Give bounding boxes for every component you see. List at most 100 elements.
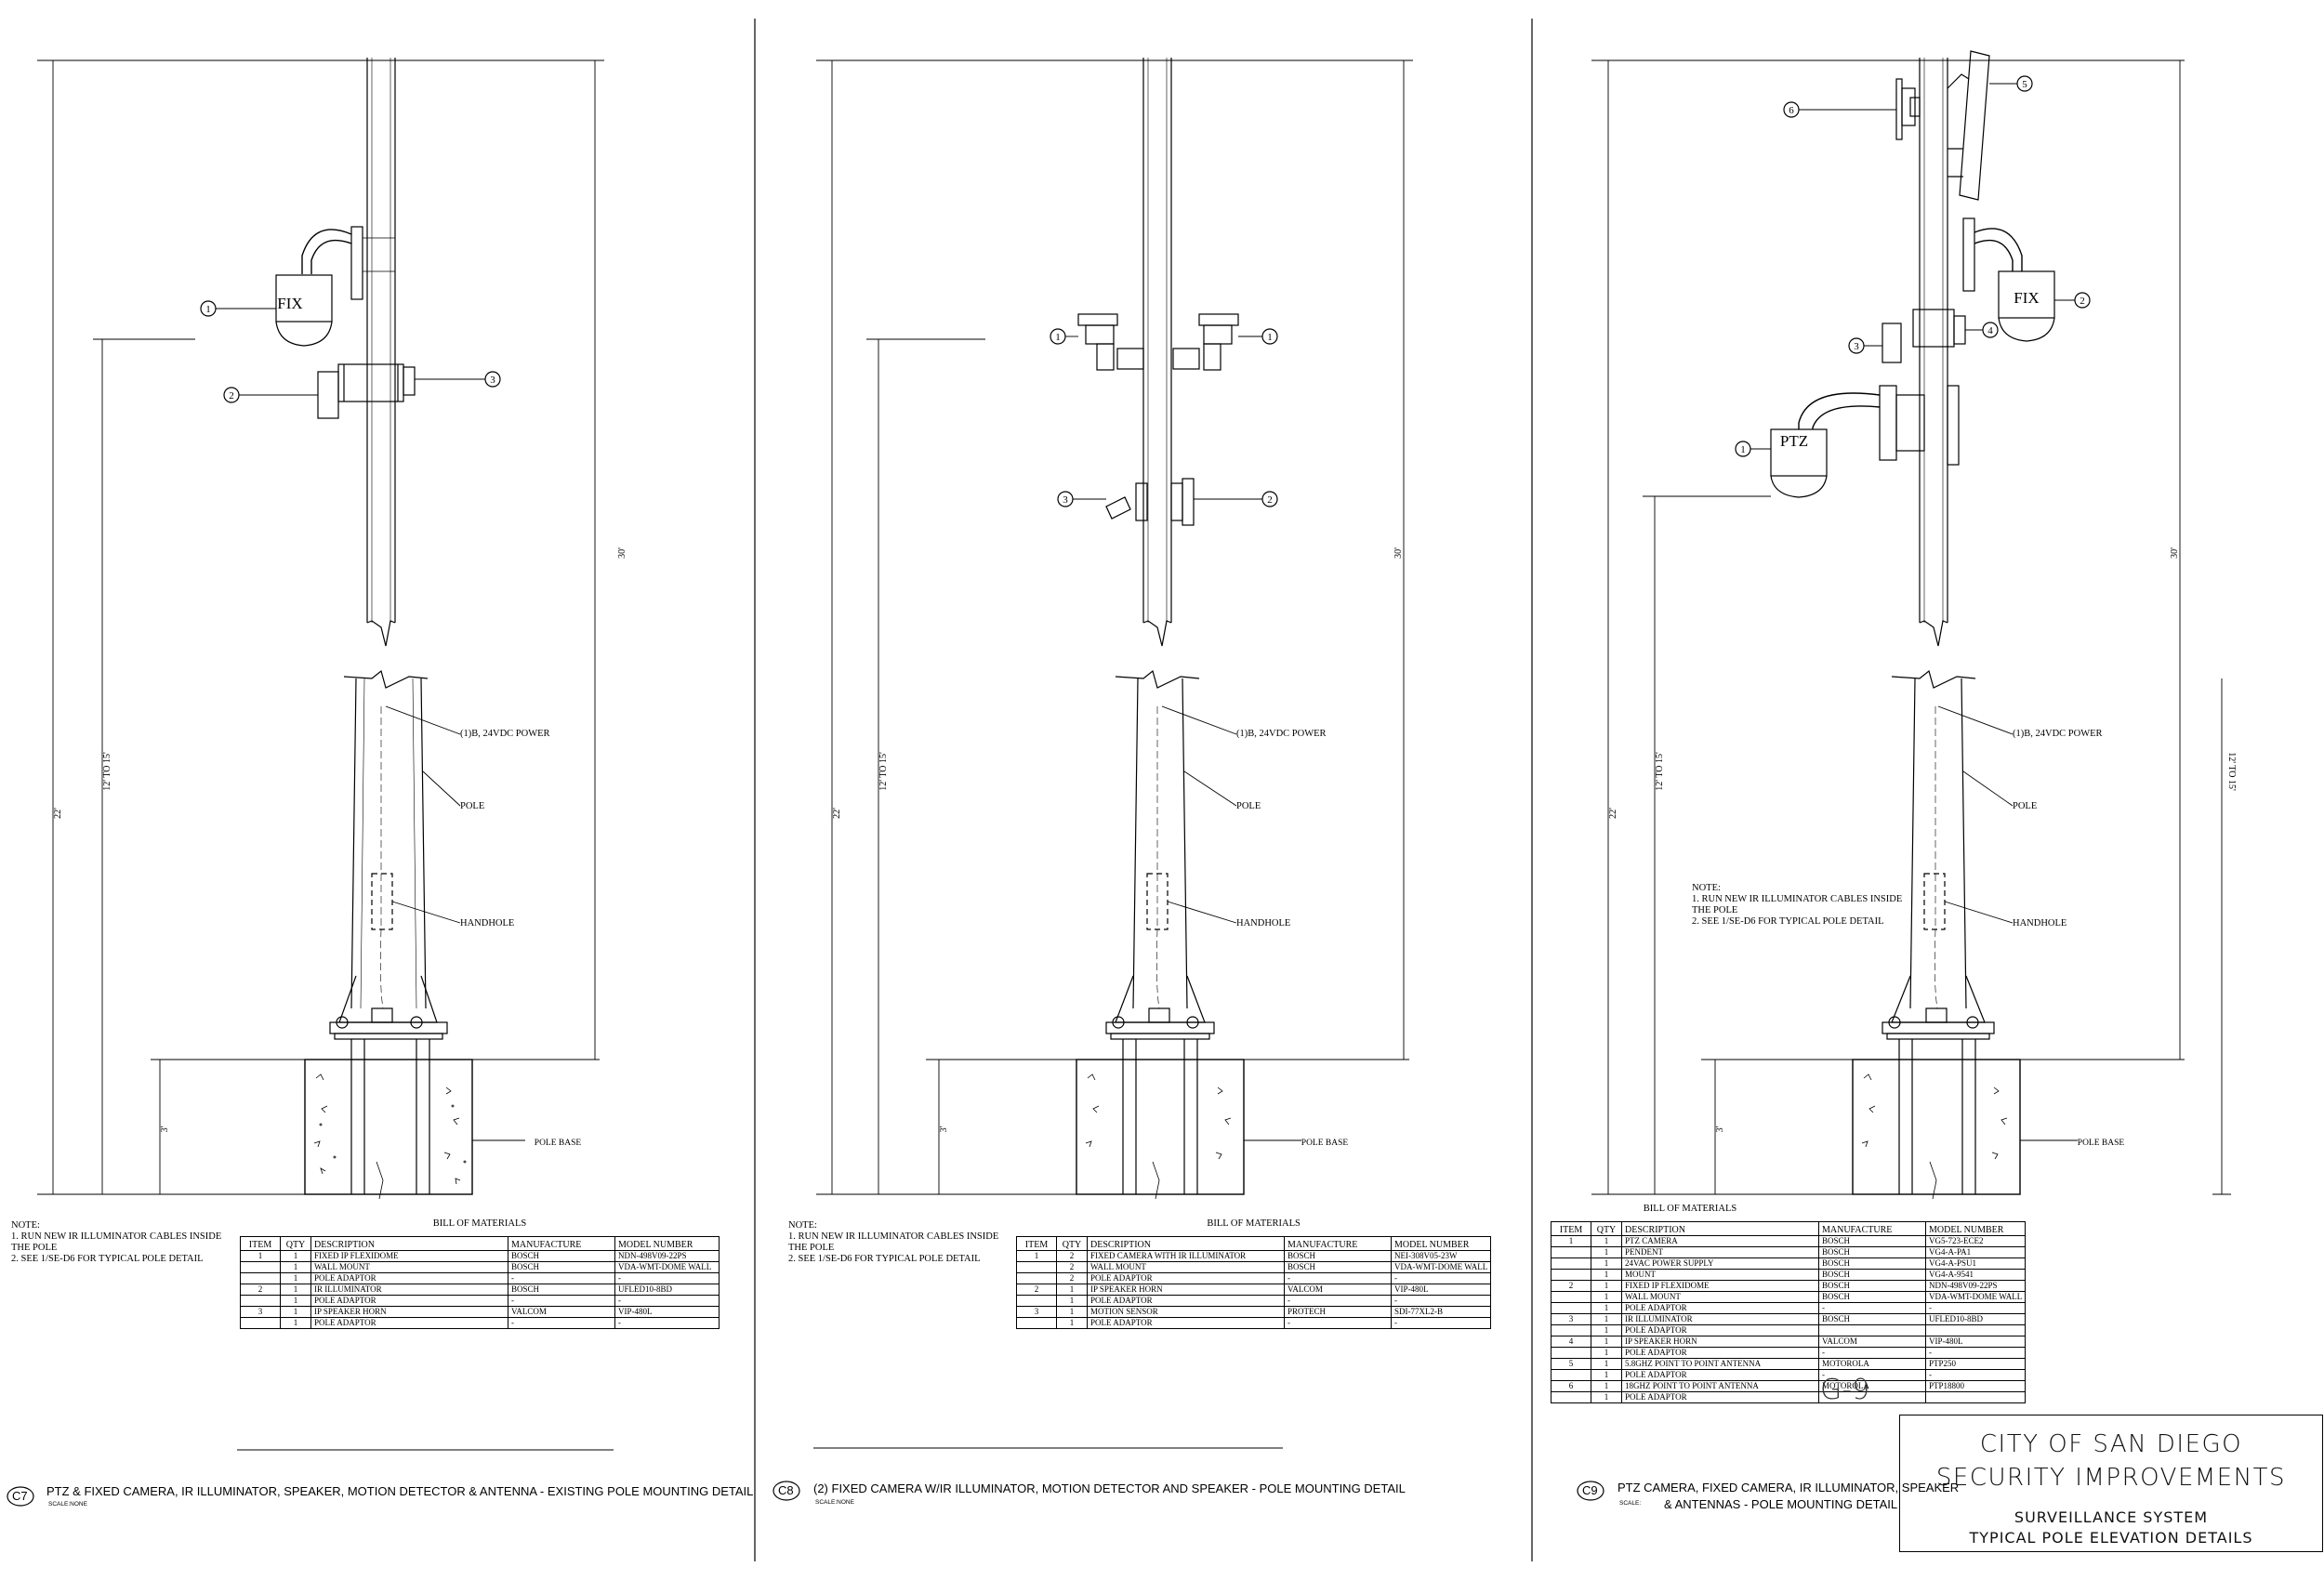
- bom-cell: VG4-A-PA1: [1924, 1246, 2027, 1258]
- bom-cell: WALL MOUNT: [1087, 1261, 1285, 1273]
- leader-label-handhole: HANDHOLE: [2013, 918, 2067, 928]
- bom-cell: [1551, 1347, 1591, 1359]
- bom-cell: FIXED IP FLEXIDOME: [310, 1250, 508, 1262]
- note-line: THE POLE: [1692, 905, 1738, 915]
- leader-label-pole: POLE: [460, 801, 484, 811]
- callout-3: [1848, 337, 1865, 354]
- callout-number: 3: [1063, 494, 1068, 506]
- bom-header: QTY: [1591, 1221, 1622, 1236]
- bom-cell: VDA-WMT-DOME WALL: [1390, 1261, 1492, 1273]
- bom-cell: IR ILLUMINATOR: [1621, 1313, 1819, 1325]
- bom-cell: -: [1818, 1302, 1926, 1314]
- bom-title: BILL OF MATERIALS: [432, 1218, 527, 1229]
- bom-cell: 1: [1551, 1235, 1591, 1247]
- bom-cell: NDN-498V09-22PS: [614, 1250, 720, 1262]
- bom-cell: FIXED IP FLEXIDOME: [1621, 1280, 1819, 1292]
- leader-label-pole-base: POLE BASE: [535, 1139, 582, 1148]
- dimension-mid: 22': [832, 808, 842, 819]
- bom-header: DESCRIPTION: [1087, 1236, 1285, 1251]
- camera-label-fix: FIX: [277, 295, 302, 312]
- dimension-base: 3': [939, 1126, 949, 1132]
- bom-cell: 1: [280, 1284, 311, 1296]
- bom-cell: [240, 1261, 281, 1273]
- bom-cell: -: [614, 1317, 720, 1329]
- bom-cell: [1551, 1246, 1591, 1258]
- bom-cell: 1: [1591, 1324, 1622, 1336]
- callout-number: 6: [1789, 105, 1794, 116]
- bom-cell: POLE ADAPTOR: [1087, 1272, 1285, 1284]
- bom-cell: WALL MOUNT: [1621, 1291, 1819, 1303]
- dimension-lines-c7: [37, 59, 604, 1195]
- dimension-total: 30': [2170, 547, 2180, 559]
- bom-cell: POLE ADAPTOR: [1087, 1317, 1285, 1329]
- bom-cell: 1: [280, 1317, 311, 1329]
- bom-cell: BOSCH: [1284, 1261, 1392, 1273]
- bom-cell: -: [1284, 1317, 1392, 1329]
- note-line: 1. RUN NEW IR ILLUMINATOR CABLES INSIDE: [788, 1231, 999, 1242]
- detail-tag: C9: [1582, 1483, 1598, 1497]
- bom-cell: -: [508, 1272, 615, 1284]
- bom-cell: [1016, 1317, 1057, 1329]
- bom-cell: UFLED10-8BD: [614, 1284, 720, 1296]
- bom-cell: MOTOROLA: [1818, 1358, 1926, 1370]
- bom-cell: PTZ CAMERA: [1621, 1235, 1819, 1247]
- title-block: CITY OF SAN DIEGO SECURITY IMPROVEMENTS …: [1899, 1415, 2323, 1552]
- detail-scale: SCALE:NONE: [48, 1501, 87, 1508]
- bom-cell: 1: [1591, 1235, 1622, 1247]
- bom-header: DESCRIPTION: [1621, 1221, 1819, 1236]
- bom-cell: WALL MOUNT: [310, 1261, 508, 1273]
- bom-cell: BOSCH: [1818, 1235, 1926, 1247]
- detail-tag: C7: [12, 1489, 28, 1503]
- bom-cell: VALCOM: [1818, 1336, 1926, 1348]
- detail-title: & ANTENNAS - POLE MOUNTING DETAIL: [1664, 1497, 1898, 1511]
- bom-cell: -: [1390, 1272, 1492, 1284]
- bom-cell: VIP-480L: [614, 1306, 720, 1318]
- bom-cell: POLE ADAPTOR: [310, 1272, 508, 1284]
- sheet-number: G-9: [1820, 1374, 1870, 1406]
- bom-header: MANUFACTURE: [1818, 1221, 1926, 1236]
- callout-3: [1057, 491, 1074, 507]
- bom-cell: 1: [1591, 1369, 1622, 1381]
- bom-cell: 1: [1056, 1295, 1088, 1307]
- note-line: THE POLE: [788, 1243, 835, 1253]
- bom-cell: POLE ADAPTOR: [1087, 1295, 1285, 1307]
- bom-cell: 3: [1016, 1306, 1057, 1318]
- bom-cell: VIP-480L: [1390, 1284, 1492, 1296]
- bom-cell: 1: [1016, 1250, 1057, 1262]
- bom-cell: 2: [1056, 1272, 1088, 1284]
- bom-cell: VIP-480L: [1924, 1336, 2027, 1348]
- bom-cell: 1: [280, 1272, 311, 1284]
- bom-cell: 1: [1591, 1347, 1622, 1359]
- bom-cell: POLE ADAPTOR: [310, 1295, 508, 1307]
- bom-cell: [1551, 1257, 1591, 1270]
- bom-cell: [1551, 1291, 1591, 1303]
- callout-number: 3: [490, 375, 495, 386]
- bom-cell: VALCOM: [508, 1306, 615, 1318]
- detail-title: (2) FIXED CAMERA W/IR ILLUMINATOR, MOTIO…: [813, 1481, 1406, 1495]
- bom-cell: -: [614, 1272, 720, 1284]
- bom-cell: 2: [1056, 1261, 1088, 1273]
- bom-cell: VG4-A-9541: [1924, 1269, 2027, 1281]
- bom-cell: IP SPEAKER HORN: [1087, 1284, 1285, 1296]
- bom-cell: -: [1390, 1317, 1492, 1329]
- bom-cell: 1: [1591, 1358, 1622, 1370]
- callout-number: 5: [2022, 79, 2027, 90]
- detail-scale: SCALE:: [1619, 1500, 1642, 1507]
- pole-detail-c9: [1770, 50, 2055, 1200]
- bom-cell: 1: [1591, 1291, 1622, 1303]
